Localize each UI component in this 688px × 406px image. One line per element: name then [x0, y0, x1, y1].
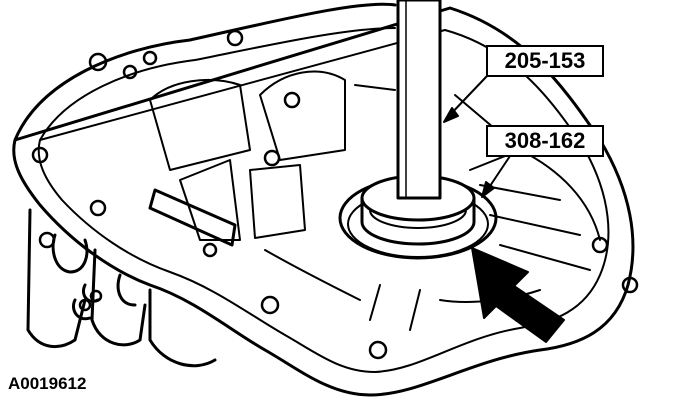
- direction-arrow: [471, 247, 565, 343]
- bolt-holes: [31, 29, 639, 360]
- callout-label-205-153: 205-153: [486, 45, 604, 77]
- housing-interior: [148, 70, 601, 331]
- figure-id: A0019612: [8, 374, 87, 393]
- housing-outline: [12, 2, 635, 397]
- tool-handle-shaft: [396, 0, 442, 200]
- callout-label-308-162: 308-162: [486, 125, 604, 157]
- callout-leaders: [443, 75, 511, 198]
- left-flange: [26, 208, 217, 368]
